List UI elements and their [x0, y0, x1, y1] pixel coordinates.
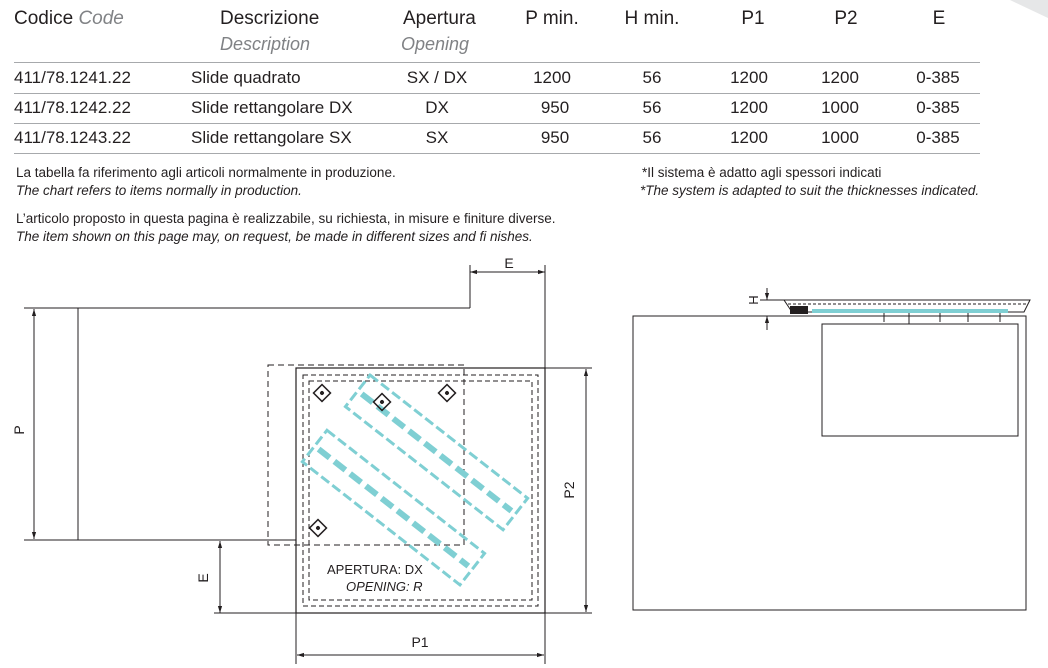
opening-label-it: APERTURA: DX	[327, 562, 423, 577]
header-opening-en: Opening	[401, 34, 470, 54]
row-2-code: 411/78.1242.22	[14, 98, 131, 117]
elevation-rail	[790, 306, 1008, 314]
header-code-it: Codice	[14, 8, 74, 29]
row-2-description: Slide rettangolare DX	[191, 98, 353, 117]
header-description-en: Description	[220, 34, 311, 54]
note-custom-it: L’articolo proposto in questa pagina è r…	[16, 211, 556, 226]
header-e: E	[932, 8, 946, 29]
row-2-pmin: 950	[540, 98, 570, 117]
row-3-p2: 1000	[821, 128, 859, 147]
header-description: Descrizione	[220, 8, 320, 29]
header-code-en: Code	[78, 8, 124, 29]
row-3-code: 411/78.1243.22	[14, 128, 131, 147]
fixing-brackets	[308, 383, 457, 538]
header-p2: P2	[834, 8, 858, 29]
opening-label-en: OPENING: R	[346, 579, 423, 594]
plan-view	[24, 265, 592, 664]
header-hmin: H min.	[624, 8, 680, 29]
row-2-opening: DX	[425, 98, 449, 117]
row-1-code: 411/78.1241.22	[14, 68, 131, 87]
row-3-pmin: 950	[540, 128, 570, 147]
slide-rails	[300, 372, 530, 588]
dim-label-e-side: E	[195, 573, 211, 582]
row-2-p2: 1000	[821, 98, 859, 117]
row-3-e: 0-385	[916, 128, 960, 147]
table-rule	[14, 93, 980, 94]
header-opening: Apertura	[403, 8, 476, 29]
row-1-p2: 1200	[821, 68, 859, 87]
table-rule	[14, 153, 980, 154]
row-1-opening: SX / DX	[406, 68, 468, 87]
row-2-hmin: 56	[642, 98, 662, 117]
dim-label-e-top: E	[504, 255, 513, 271]
row-2-p1: 1200	[730, 98, 768, 117]
row-3-p1: 1200	[730, 128, 768, 147]
note-thickness-en: *The system is adapted to suit the thick…	[640, 183, 980, 198]
dim-label-h: H	[746, 295, 761, 304]
row-1-pmin: 1200	[533, 68, 571, 87]
header-p1: P1	[741, 8, 765, 29]
header-code: Codice Code	[14, 8, 124, 30]
row-1-e: 0-385	[916, 68, 960, 87]
dim-label-p1: P1	[411, 634, 428, 650]
row-3-description: Slide rettangolare SX	[191, 128, 352, 147]
note-custom-en: The item shown on this page may, on requ…	[16, 229, 533, 244]
row-1-description: Slide quadrato	[191, 68, 301, 87]
page-corner-shadow	[1010, 0, 1048, 18]
row-2-e: 0-385	[916, 98, 960, 117]
dim-label-p: P	[11, 425, 27, 434]
row-1-p1: 1200	[730, 68, 768, 87]
note-thickness-it: *Il sistema è adatto agli spessori indic…	[642, 165, 882, 180]
note-production-en: The chart refers to items normally in pr…	[16, 183, 302, 198]
row-3-hmin: 56	[642, 128, 662, 147]
table-rule	[14, 62, 980, 63]
elevation-view	[632, 288, 1031, 611]
table-rule	[14, 123, 980, 124]
header-pmin: P min.	[525, 8, 579, 29]
dim-label-p2: P2	[561, 481, 577, 498]
row-3-opening: SX	[425, 128, 449, 147]
note-production-it: La tabella fa riferimento agli articoli …	[16, 165, 396, 180]
row-1-hmin: 56	[642, 68, 662, 87]
